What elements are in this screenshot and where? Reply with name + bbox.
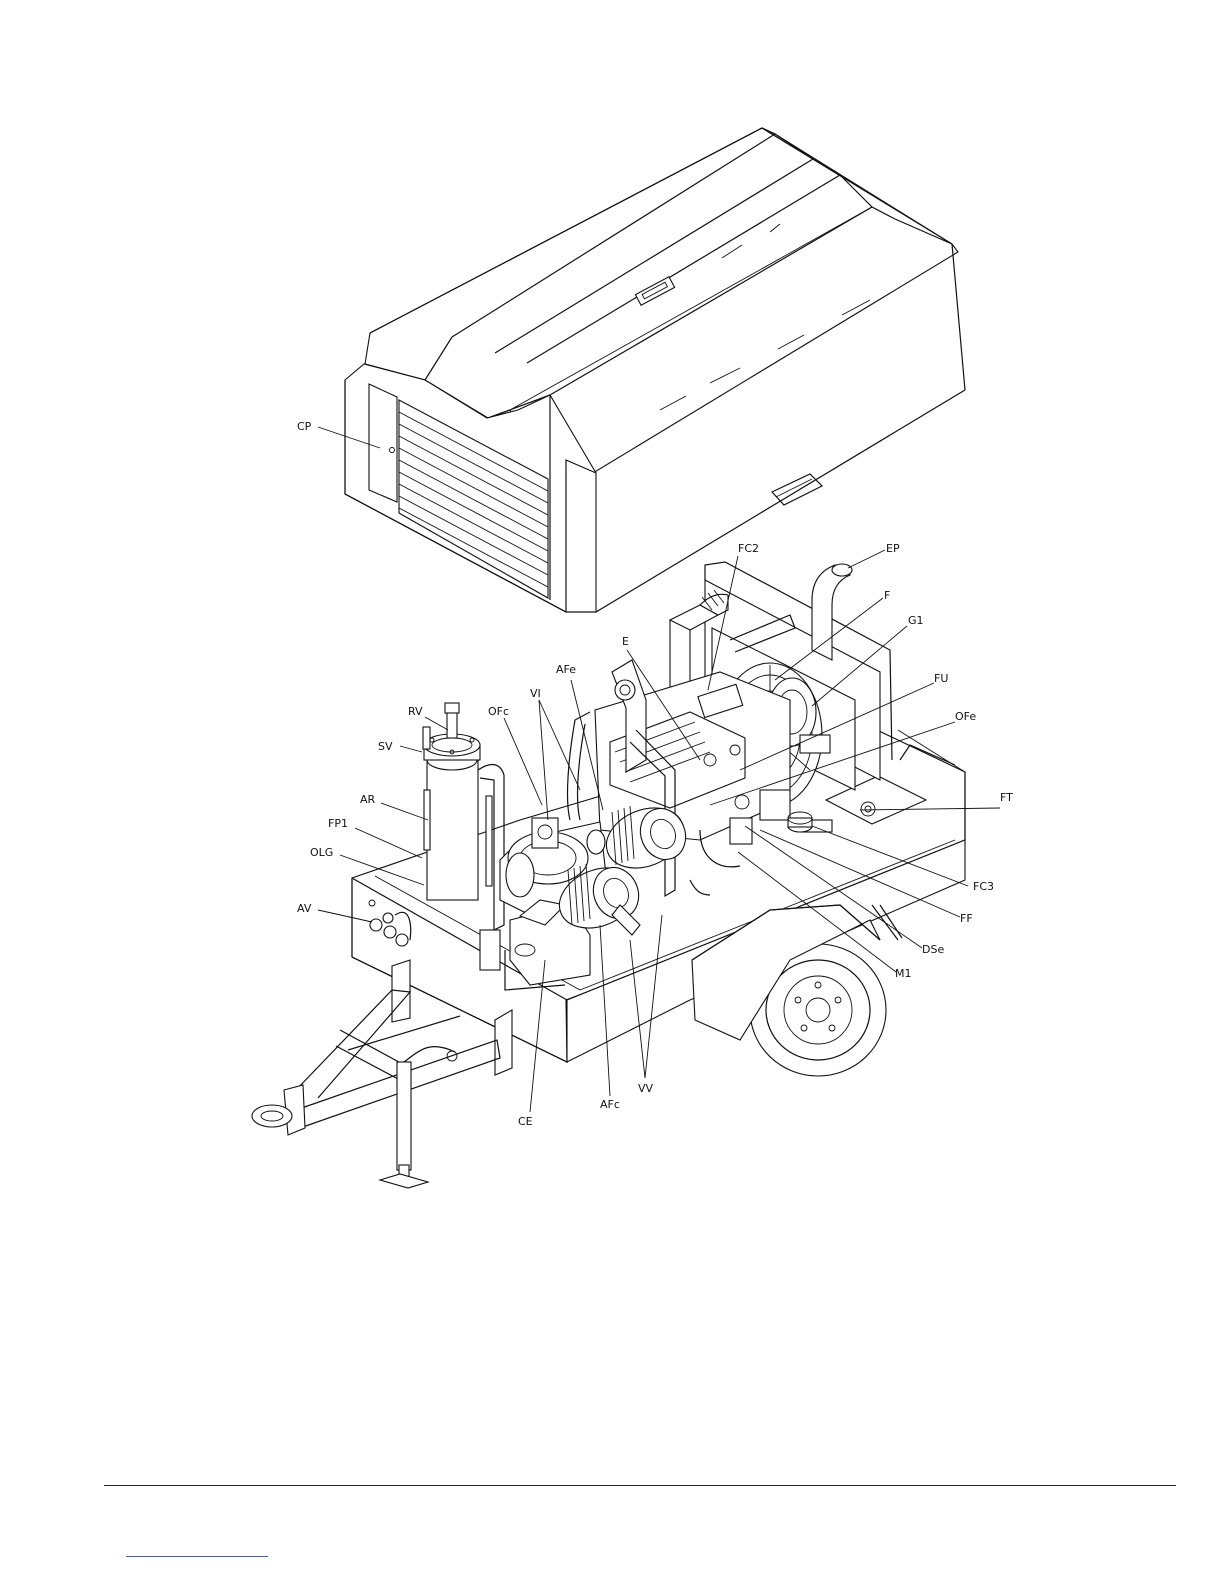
callout-rv: RV: [408, 705, 423, 718]
callout-dse: DSe: [922, 943, 944, 956]
callout-cp: CP: [297, 420, 312, 433]
callout-vi: VI: [530, 687, 541, 700]
footer-link-underline[interactable]: [126, 1556, 268, 1557]
callout-afc: AFc: [600, 1098, 620, 1111]
callout-ar: AR: [360, 793, 376, 806]
callout-ofc: OFc: [488, 705, 509, 718]
footer-divider: [104, 1485, 1176, 1486]
callout-ff: FF: [960, 912, 973, 925]
callout-f: F: [884, 589, 890, 602]
callout-fc2: FC2: [738, 542, 759, 555]
exhaust-pipe: [812, 564, 852, 660]
callout-afe: AFe: [556, 663, 576, 676]
callout-g1: G1: [908, 614, 924, 627]
canopy-cover: [345, 128, 965, 612]
callout-ofe: OFe: [955, 710, 976, 723]
callout-fu: FU: [934, 672, 948, 685]
callout-fp1: FP1: [328, 817, 348, 830]
callout-ce: CE: [518, 1115, 533, 1128]
callout-e: E: [622, 635, 629, 648]
callout-olg: OLG: [310, 846, 333, 859]
callout-av: AV: [297, 902, 312, 915]
callout-ep: EP: [886, 542, 900, 555]
callout-fc3: FC3: [973, 880, 994, 893]
callout-vv: VV: [638, 1082, 654, 1095]
callout-sv: SV: [378, 740, 393, 753]
callout-ft: FT: [1000, 791, 1013, 804]
callout-m1: M1: [895, 967, 912, 980]
